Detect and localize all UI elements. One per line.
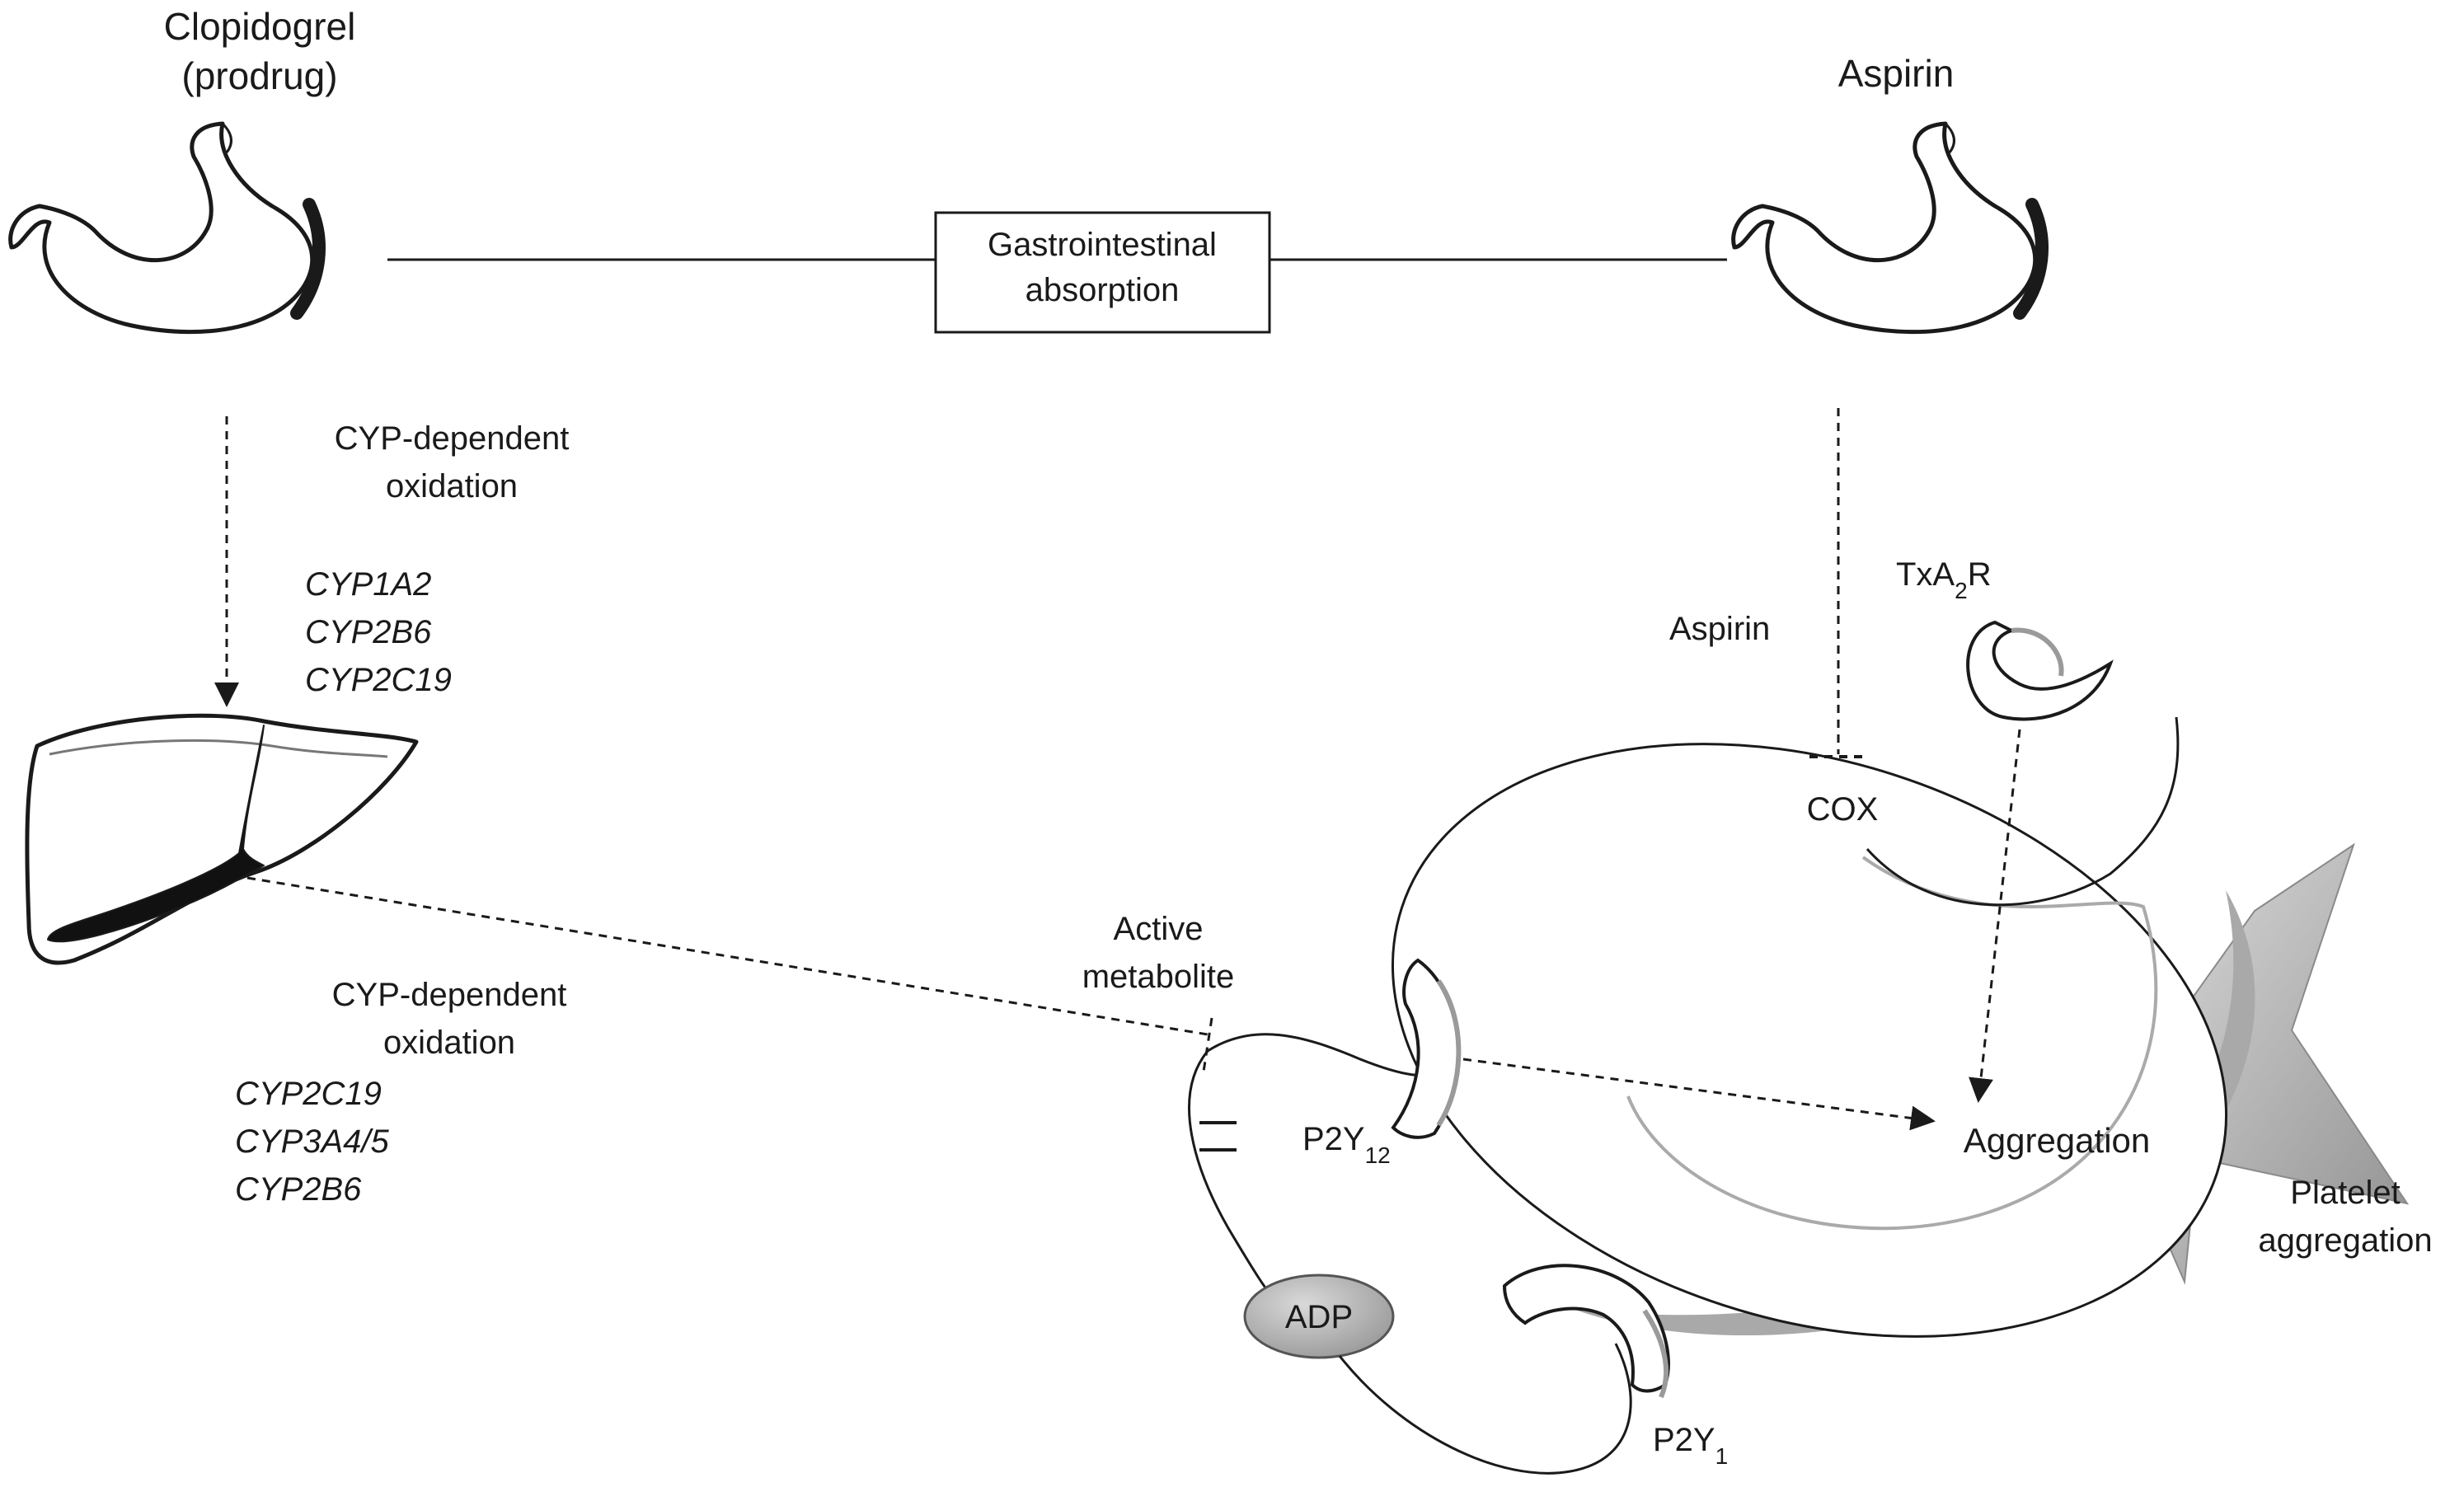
adp-node	[1243, 1274, 1395, 1359]
txa2r-to-aggregation-arrow	[1969, 729, 2021, 1103]
gi-absorption-box	[934, 211, 1271, 334]
p2y1-label: P2Y1	[1653, 1422, 1728, 1469]
step1-enzyme: CYP1A2	[305, 566, 431, 603]
txa2r-loop	[1866, 716, 2180, 907]
step2-enzyme: CYP2C19	[235, 1076, 382, 1112]
metabolite-drop	[1202, 1017, 1213, 1072]
step1-label-line1: CYP-dependent	[335, 420, 570, 457]
aspirin-label: Aspirin	[1669, 611, 1770, 647]
gi-absorption-line1: Gastrointestinal	[988, 227, 1217, 263]
aspirin-title: Aspirin	[1838, 52, 1955, 95]
p2y12-to-aggregation-arrow	[1462, 1058, 1936, 1131]
gi-absorption-line2: absorption	[1025, 272, 1180, 308]
step1-enzyme: CYP2B6	[305, 614, 432, 650]
adp-label: ADP	[1285, 1299, 1353, 1335]
p2y12-label: P2Y12	[1302, 1121, 1391, 1168]
clopidogrel-label: Clopidogrel	[164, 5, 356, 48]
step1-label-line2: oxidation	[386, 468, 518, 504]
p2y1-receptor-icon	[1502, 1264, 1670, 1399]
p2y12-loop	[1188, 1050, 1287, 1312]
txa2r-label: TxA2R	[1896, 556, 1992, 603]
active-metabolite-line1: Active	[1114, 911, 1204, 947]
stomach-right-icon	[1731, 121, 2049, 335]
p2y1-loop	[1338, 1343, 1632, 1475]
txa2r-receptor-icon	[1966, 620, 2114, 721]
step2-enzyme: CYP3A4/5	[235, 1123, 390, 1160]
liver-icon	[25, 713, 419, 965]
platelet-granule-arc	[1626, 856, 2158, 1231]
step2-label-line2: oxidation	[383, 1025, 515, 1061]
p2y12-receptor-icon	[1391, 958, 1462, 1139]
stomach-left-icon	[8, 121, 326, 335]
active-metabolite-line2: metabolite	[1082, 959, 1235, 995]
step1-enzyme: CYP2C19	[305, 662, 452, 698]
cox-label: COX	[1807, 791, 1879, 828]
platelet-aggregation-line1: Platelet	[2290, 1175, 2400, 1211]
platelet-aggregation-line2: aggregation	[2258, 1222, 2432, 1259]
platelet-cell	[1392, 743, 2227, 1338]
prodrug-label: (prodrug)	[181, 54, 337, 97]
step2-label-line1: CYP-dependent	[332, 977, 567, 1013]
aggregation-label: Aggregation	[1964, 1121, 2151, 1160]
step2-enzyme: CYP2B6	[235, 1171, 362, 1208]
